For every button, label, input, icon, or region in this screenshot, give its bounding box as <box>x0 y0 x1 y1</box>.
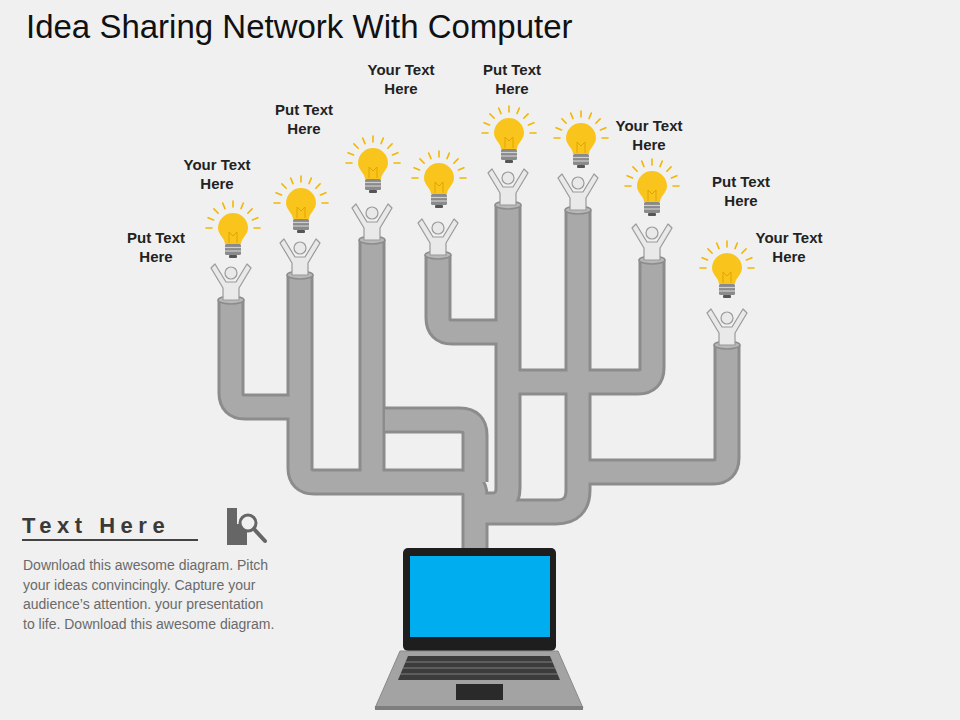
search-icon <box>227 508 265 545</box>
idea-label: Your Text Here <box>175 155 259 193</box>
side-heading: Text Here <box>22 513 170 539</box>
idea-label: Put Text Here <box>262 100 346 138</box>
laptop <box>375 548 583 710</box>
idea-label: Put Text Here <box>699 172 783 210</box>
idea-label: Put Text Here <box>114 228 198 266</box>
idea-label: Your Text Here <box>359 60 443 98</box>
pipe-fill <box>231 205 727 550</box>
idea-label: Your Text Here <box>747 228 831 266</box>
side-paragraph: Download this awesome diagram. Pitch you… <box>23 556 275 634</box>
pipe-outline <box>231 205 727 550</box>
idea-label: Put Text Here <box>470 60 554 98</box>
page-title: Idea Sharing Network With Computer <box>26 8 573 46</box>
people <box>211 169 747 345</box>
heading-underline <box>22 539 198 541</box>
idea-label: Your Text Here <box>607 116 691 154</box>
